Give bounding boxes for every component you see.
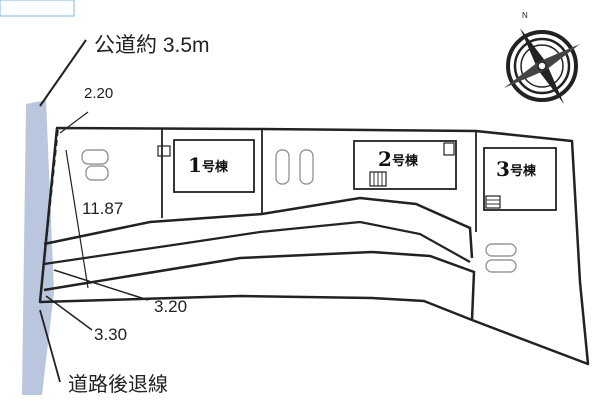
building-1-number: 1	[188, 153, 202, 177]
road-leader-line	[39, 39, 87, 107]
dim-330-label: 3.30	[94, 325, 127, 344]
access-road-upper-edge	[43, 196, 474, 259]
building-1: 1 号棟	[157, 139, 255, 193]
setback-line	[39, 129, 59, 303]
compass-north-label: N	[522, 11, 528, 20]
dim-leader-320	[53, 269, 149, 301]
access-road-mid-edge	[43, 220, 471, 266]
setback-leader-line	[39, 309, 61, 383]
access-road-lower-edge	[43, 250, 476, 321]
dim-top-label: 2.20	[84, 85, 113, 102]
building-2: 2 号棟	[353, 140, 457, 190]
site-outline	[38, 126, 590, 366]
corner-badge	[0, 0, 75, 17]
dim-line-top	[59, 111, 89, 134]
building-2-number: 2	[378, 147, 392, 171]
dim-320-label: 3.20	[154, 297, 187, 316]
car-icon	[275, 149, 314, 185]
building-3-number: 3	[496, 157, 510, 181]
road-width-label: 公道約 3.5m	[94, 34, 210, 57]
car-icon	[485, 243, 517, 273]
building-2-suffix: 号棟	[392, 153, 419, 169]
building-3: 3 号棟	[483, 147, 557, 211]
dim-line-depth	[65, 149, 89, 289]
car-icon	[81, 149, 109, 181]
dim-depth-label: 11.87	[82, 199, 123, 218]
compass-rose-icon: N	[504, 11, 580, 104]
building-3-suffix: 号棟	[510, 163, 537, 179]
building-1-suffix: 号棟	[202, 159, 229, 175]
public-road-strip	[22, 100, 54, 395]
setback-label: 道路後退線	[68, 373, 168, 396]
dim-leader-330	[45, 295, 93, 331]
